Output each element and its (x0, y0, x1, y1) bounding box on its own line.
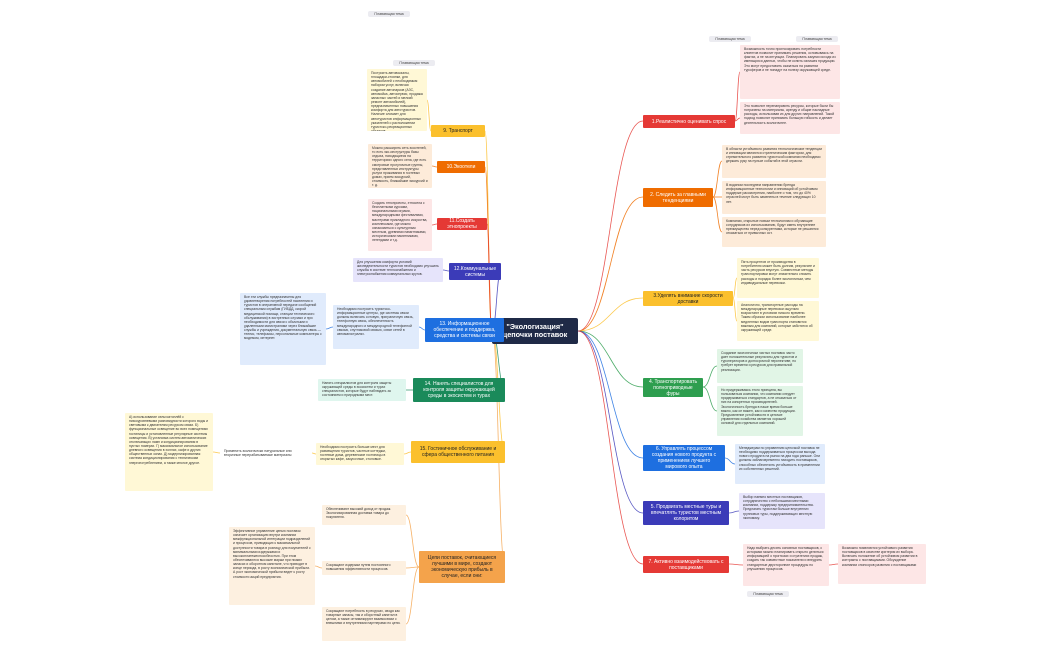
branch-12-note-1: Для улучшения комфорта условий жизнедеят… (353, 258, 443, 282)
branch-label: 14. Нанять специалистов для контроля защ… (423, 381, 495, 399)
central-topic[interactable]: "Экологизация" цепочки поставок (492, 318, 578, 344)
branch-11-ethnoprojects[interactable]: 11.Создать этнопроекты (437, 218, 487, 230)
floating-topic-label[interactable]: Плавающая тема (393, 60, 435, 66)
connector-line (311, 452, 317, 455)
connector-line (431, 165, 438, 168)
connector-line (724, 457, 736, 465)
branch-2-trends[interactable]: 2. Следить за главными тенденциями (643, 188, 713, 207)
branch-label: 5. Продвигать местные туры и впечатлять … (650, 504, 722, 522)
branch-label: 12.Коммунальные системы (453, 265, 497, 278)
branch-14-eco-specialists[interactable]: 14. Нанять специалистов для контроля защ… (413, 378, 505, 402)
connector-line (405, 566, 420, 569)
connector-line (734, 117, 741, 122)
connector-line (728, 510, 740, 514)
connector-line (418, 326, 426, 331)
branch-12-utilities[interactable]: 12.Коммунальные системы (449, 263, 501, 280)
connector-line (712, 196, 723, 233)
connector-line (732, 297, 738, 322)
connector-line (426, 99, 432, 132)
branch-2-note-3: Компании, открытые новым технологиям и о… (722, 217, 826, 247)
floating-topic-label[interactable]: Плавающая тема (796, 36, 838, 42)
branch-3-delivery-speed[interactable]: 3.Уделять внимание скорости доставки (643, 291, 733, 306)
branch-label: 11.Создать этнопроекты (447, 218, 477, 230)
supply-note-4: Эффективное управление цепью поставок оз… (229, 527, 315, 605)
central-topic-title: "Экологизация" цепочки поставок (502, 321, 568, 339)
branch-7-suppliers[interactable]: 7. Активно взаимодействовать с поставщик… (643, 556, 729, 573)
branch-4-note-2: Но придерживаясь этого принципа, вы поль… (717, 386, 803, 436)
branch-label: 13. Информационное обеспечение и поддерж… (433, 321, 496, 339)
branch-6-new-product[interactable]: 6. Управлять процессом создания нового п… (643, 445, 725, 471)
connector-line (314, 565, 323, 569)
branch-supply-chain-profit[interactable]: Цепи поставок, считающиеся лучшими в мир… (419, 551, 505, 583)
connector-line (431, 223, 438, 226)
branch-9-note-1: Построить автовокзалы, площадки-стоянки,… (367, 69, 427, 131)
connector-line (325, 326, 334, 330)
floating-topic-label[interactable]: Плавающая тема (368, 11, 410, 17)
connector-line (702, 365, 718, 388)
branch-15-hospitality[interactable]: 15. Гостиничное обслуживание и сфера общ… (411, 441, 505, 463)
branch-15-note-2: Применить экологически натуральные или в… (220, 447, 312, 460)
branch-11-note-1: Создать этнопроекты, этносела с бесплатн… (368, 199, 432, 251)
branch-label: Цепи поставок, считающиеся лучшими в мир… (427, 555, 497, 579)
connector-line (734, 71, 741, 122)
branch-label: 9. Транспорт (443, 128, 473, 134)
connector-line (712, 160, 723, 198)
branch-13-communications[interactable]: 13. Информационное обеспечение и поддерж… (425, 318, 504, 342)
branch-6-note-1: Менеджерам по управлению цепочкой постав… (735, 444, 825, 484)
supply-note-2: Сокращают издержки путем постоянного пов… (322, 561, 406, 575)
connector-line (577, 297, 644, 332)
branch-14-note-1: Нанять специалистов для контроля защиты … (318, 379, 406, 401)
branch-5-local-tours[interactable]: 5. Продвигать местные туры и впечатлять … (643, 501, 729, 525)
connector-line (405, 514, 420, 568)
connector-line (403, 451, 412, 455)
connector-line (405, 566, 420, 625)
branch-13-note-1: Необходимо построить туристско-информаци… (333, 305, 419, 349)
branch-15-note-1: Необходимо построить больше мест для раз… (316, 443, 404, 465)
branch-7-note-2: Возможно появляются устойчивого развития… (838, 544, 926, 584)
connector-line (484, 130, 493, 332)
branch-label: 4. Транспортировать полноприводные фуры (648, 378, 698, 397)
branch-label: 6. Управлять процессом создания нового п… (651, 446, 717, 470)
connector-line (577, 330, 644, 514)
branch-2-note-1: В области устойчивого развития технологи… (722, 145, 826, 178)
connector-line (577, 330, 644, 565)
connector-line (212, 451, 221, 454)
branch-10-ecohotels[interactable]: 10.Экоотели (437, 161, 485, 173)
branch-label: 7. Активно взаимодействовать с поставщик… (648, 558, 724, 571)
branch-label: 1.Реалистично оценивать спрос (651, 118, 727, 125)
connector-line (577, 196, 644, 332)
branch-3-note-2: Аналогично, транспортные расходы на межд… (737, 301, 819, 341)
branch-1-demand[interactable]: 1.Реалистично оценивать спрос (643, 115, 735, 128)
branch-label: 10.Экоотели (446, 164, 476, 170)
branch-4-transport[interactable]: 4. Транспортировать полноприводные фуры (643, 378, 703, 397)
connector-line (577, 330, 644, 388)
branch-label: 2. Следить за главными тенденциями (650, 191, 706, 204)
connector-line (732, 277, 738, 299)
branch-13-note-2: Все эти службы предназначены для удовлет… (240, 293, 326, 365)
floating-topic-label[interactable]: Плавающая тема (747, 591, 789, 597)
branch-5-note-1: Выбор наемно местных поставщиков, сотруд… (739, 493, 825, 529)
branch-3-note-1: Пять процентов от производства в потреби… (737, 258, 819, 298)
branch-label: 15. Гостиничное обслуживание и сфера общ… (419, 446, 497, 458)
branch-15-note-3: А) использование сельхозтоплёй с низкоур… (125, 413, 213, 491)
connector-line (577, 330, 644, 459)
branch-7-note-1: Надо выбрать десять основных поставщиков… (743, 544, 829, 586)
floating-topic-label[interactable]: Плавающая тема (709, 36, 751, 42)
connector-line (728, 563, 744, 566)
connector-line (577, 120, 644, 332)
branch-4-note-1: Создание экологически чистых поставок ча… (717, 349, 803, 383)
branch-2-note-2: В водяном последнем направлении бренда и… (722, 181, 826, 214)
supply-note-3: Сокращают потребность в ресурсах, сводя … (322, 607, 406, 641)
branch-label: 3.Уделять внимание скорости доставки (653, 292, 723, 305)
connector-line (442, 269, 450, 272)
branch-9-transport[interactable]: 9. Транспорт (431, 125, 485, 137)
branch-1-note-2: Это позволит перенаправить ресурсы, кото… (740, 102, 840, 134)
branch-10-note-1: Можно расширить сеть экоотелей, то есть … (368, 144, 432, 188)
connector-line (828, 563, 839, 566)
connector-line (702, 386, 718, 412)
supply-note-1: Обеспечивают высокий доход от продаж. Эк… (322, 505, 406, 525)
branch-1-note-1: Возможность точно прогнозировать потребн… (740, 45, 840, 99)
